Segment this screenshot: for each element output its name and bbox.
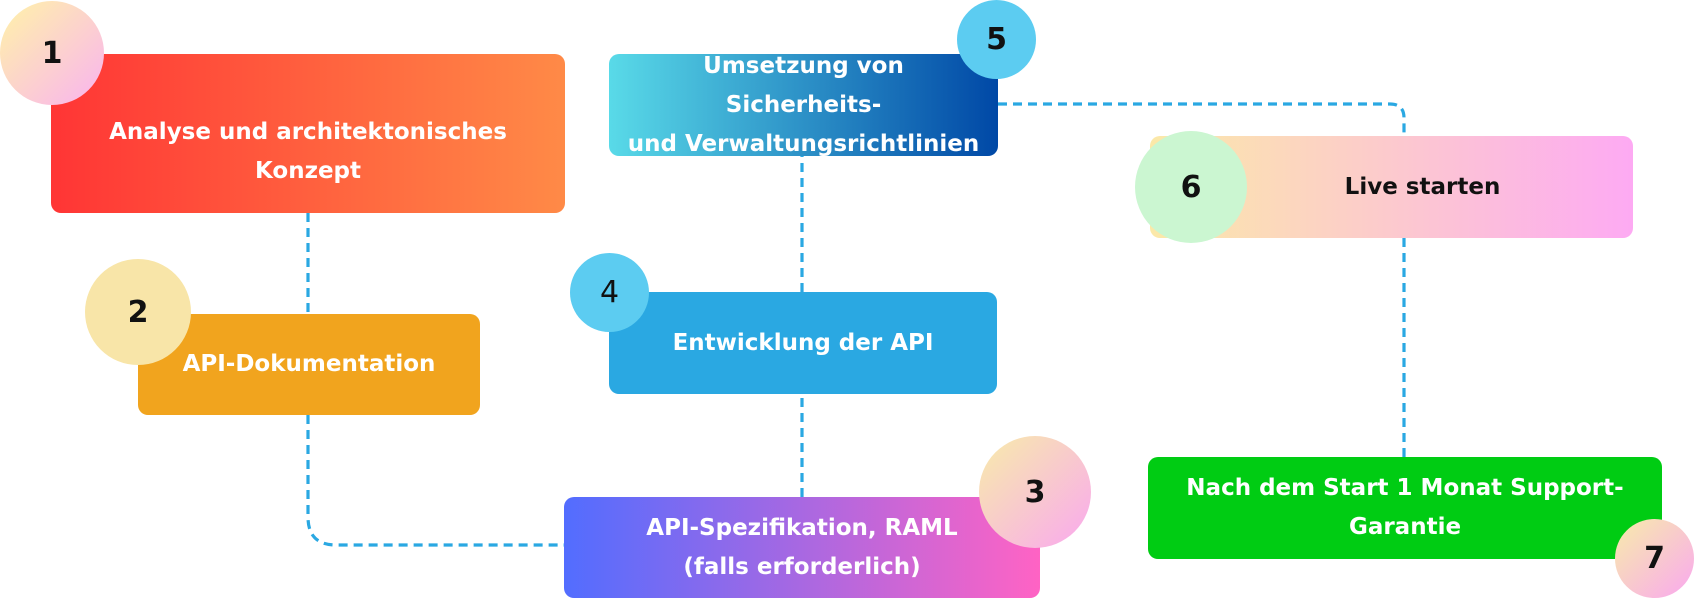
step-7-line-1: Nach dem Start 1 Monat Support- xyxy=(1186,475,1624,501)
step-5-line-1: Umsetzung von Sicherheits- xyxy=(703,52,904,118)
connector-2-3 xyxy=(306,415,564,547)
step-3-line-1: API-Spezifikation, RAML xyxy=(646,514,958,541)
step-4-box: Entwicklung der API xyxy=(609,292,997,394)
step-1-badge: 1 xyxy=(0,1,104,105)
step-3-badge: 3 xyxy=(979,436,1091,548)
step-2-badge: 2 xyxy=(85,259,191,365)
step-6-badge: 6 xyxy=(1135,131,1247,243)
step-4-badge: 4 xyxy=(570,253,649,332)
step-7-line-2: Garantie xyxy=(1348,514,1462,540)
step-5-box: Umsetzung von Sicherheits- und Verwaltun… xyxy=(609,53,998,157)
connector-5-6 xyxy=(998,102,1406,136)
step-2-box: API-Dokumentation xyxy=(138,314,480,415)
step-6-line-1: Live starten xyxy=(1344,173,1501,200)
step-3-line-2: (falls erforderlich) xyxy=(683,553,921,580)
step-4-line-1: Entwicklung der API xyxy=(672,329,934,356)
step-7-badge: 7 xyxy=(1615,519,1694,598)
step-7-box: Nach dem Start 1 Monat Support- Garantie xyxy=(1148,457,1662,559)
step-2-line-1: API-Dokumentation xyxy=(182,351,436,377)
step-1-box: Analyse und architektonisches Konzept xyxy=(51,54,565,213)
step-1-line-1: Analyse und architektonisches xyxy=(109,118,507,145)
step-1-line-2: Konzept xyxy=(254,157,362,184)
step-3-box: API-Spezifikation, RAML (falls erforderl… xyxy=(564,497,1040,598)
step-5-badge: 5 xyxy=(957,0,1036,79)
step-5-line-2: und Verwaltungsrichtlinien xyxy=(627,130,980,157)
